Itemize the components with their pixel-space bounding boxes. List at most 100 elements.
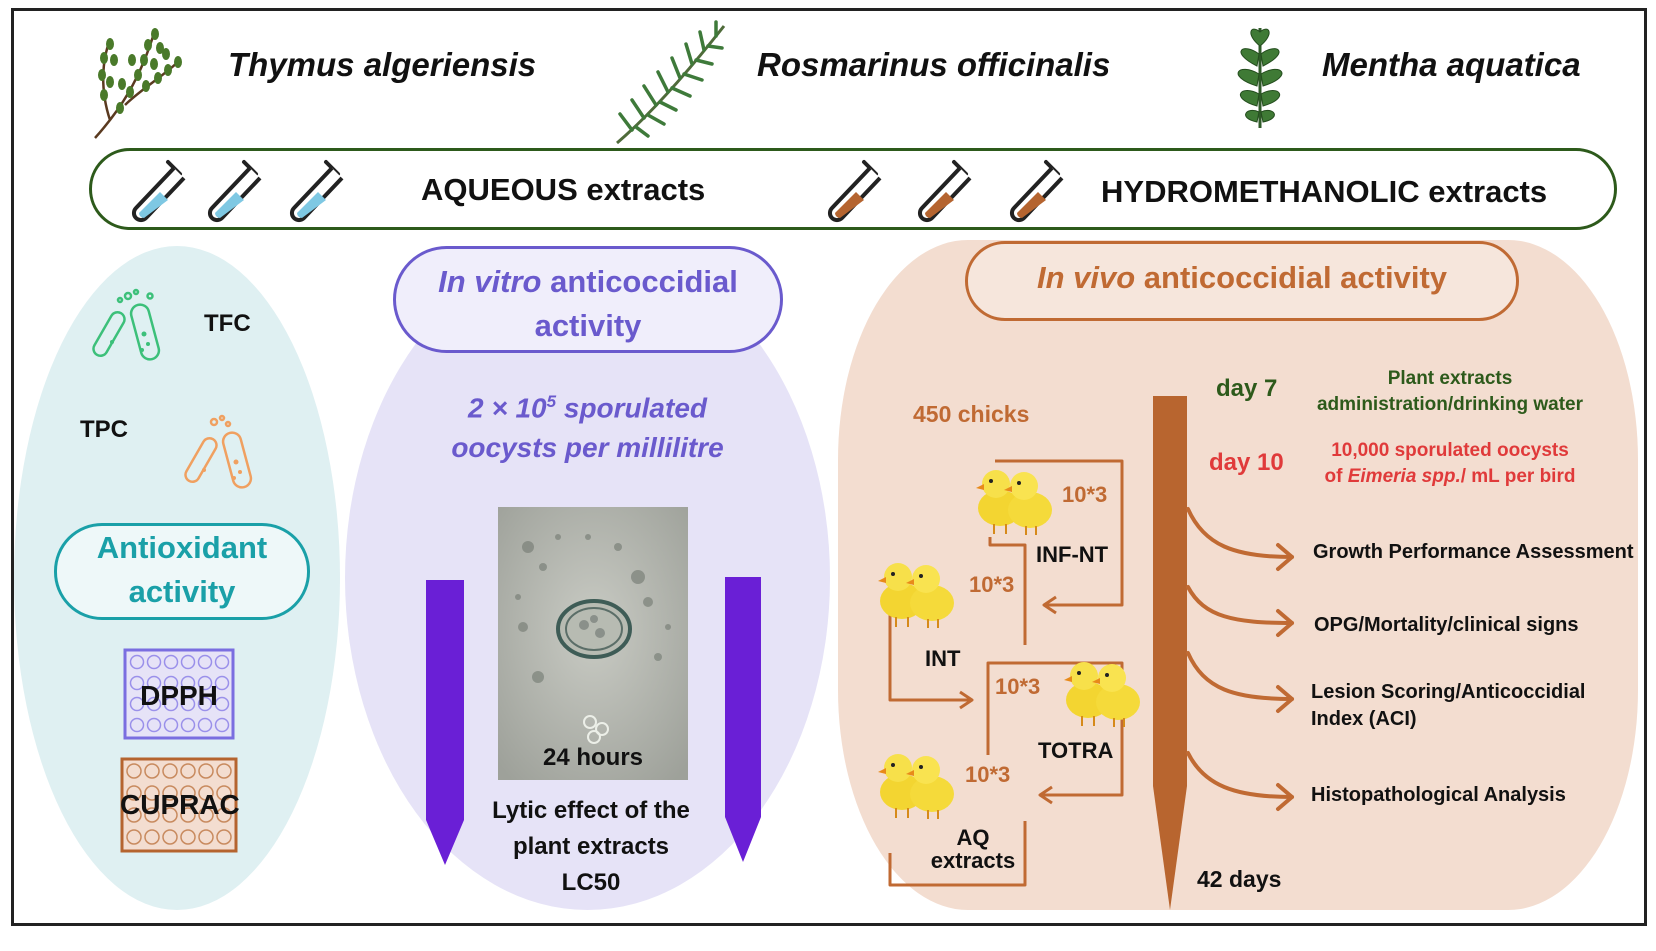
oocyst-concentration-line2: oocysts per millilitre bbox=[451, 432, 724, 463]
invitro-title-line2: activity bbox=[534, 308, 642, 343]
well-circle bbox=[180, 696, 196, 712]
cuprac-label: CUPRAC bbox=[120, 789, 240, 820]
well-plate-icon bbox=[123, 648, 235, 740]
well-circle bbox=[144, 829, 160, 845]
tfc-test-tubes-icon bbox=[92, 288, 161, 361]
group-count: 10*3 bbox=[995, 674, 1041, 699]
species-name: Rosmarinus officinalis bbox=[757, 46, 1111, 83]
well-circle bbox=[197, 696, 213, 712]
test-tube-icon bbox=[827, 160, 882, 223]
timeline-bar bbox=[1153, 396, 1187, 910]
well-circle bbox=[180, 675, 196, 691]
invivo-title-pill bbox=[965, 241, 1519, 321]
well-circle bbox=[198, 807, 214, 823]
well-circle bbox=[198, 785, 214, 801]
hydromethanolic-extracts-label: HYDROMETHANOLIC extracts bbox=[1101, 174, 1548, 209]
tfc-label: TFC bbox=[204, 310, 251, 337]
well-circle bbox=[214, 696, 230, 712]
curved-arrow-icon bbox=[1186, 585, 1294, 625]
well-circle bbox=[163, 675, 179, 691]
aqueous-tubes bbox=[131, 160, 344, 223]
well-circle bbox=[126, 785, 142, 801]
outcome-lesion-scoring-line1: Lesion Scoring/Anticoccidial bbox=[1311, 681, 1586, 703]
lytic-effect-line1: Lytic effect of the bbox=[492, 797, 690, 824]
day10-description-line2: of Eimeria spp./ mL per bird bbox=[1324, 466, 1576, 487]
well-circle bbox=[144, 763, 160, 779]
group-label-int: INT bbox=[925, 646, 961, 671]
well-circle bbox=[198, 763, 214, 779]
well-circle bbox=[144, 807, 160, 823]
antioxidant-title-line2: activity bbox=[128, 574, 236, 609]
group-label-totra: TOTRA bbox=[1038, 738, 1114, 763]
species-name: Mentha aquatica bbox=[1322, 46, 1581, 83]
outcome-opg-mortality: OPG/Mortality/clinical signs bbox=[1314, 614, 1579, 636]
well-circle bbox=[180, 829, 196, 845]
marker-arrow-right bbox=[725, 577, 761, 862]
curved-arrow-icon bbox=[1186, 751, 1294, 799]
curved-arrow-icon bbox=[1186, 507, 1294, 559]
well-circle bbox=[180, 807, 196, 823]
marker-arrow-left bbox=[426, 580, 464, 865]
chick-icon bbox=[1063, 661, 1141, 728]
well-circle bbox=[129, 696, 145, 712]
well-circle bbox=[144, 785, 160, 801]
well-circle bbox=[126, 763, 142, 779]
invivo-title: In vivo anticoccidial activity bbox=[1036, 260, 1448, 295]
tpc-test-tubes-icon bbox=[184, 414, 253, 489]
well-circle bbox=[180, 717, 196, 733]
well-circle bbox=[214, 717, 230, 733]
well-circle bbox=[129, 675, 145, 691]
group-count: 10*3 bbox=[1062, 482, 1108, 507]
well-plate-icon bbox=[120, 757, 238, 853]
well-circle bbox=[146, 675, 162, 691]
tpc-label: TPC bbox=[80, 416, 128, 443]
well-circle bbox=[163, 654, 179, 670]
thyme-sprig-icon bbox=[94, 28, 182, 139]
invivo-panel bbox=[838, 240, 1638, 910]
incubation-duration: 24 hours bbox=[542, 744, 644, 771]
chick-icon bbox=[877, 753, 955, 820]
group-label-inf-nt: INF-NT bbox=[1036, 542, 1109, 567]
hydromethanolic-tubes bbox=[827, 160, 1064, 223]
chick-icon bbox=[976, 470, 1052, 535]
well-circle bbox=[197, 654, 213, 670]
chicks-count: 450 chicks bbox=[913, 401, 1030, 427]
well-circle bbox=[129, 717, 145, 733]
well-circle bbox=[126, 807, 142, 823]
invitro-title-line1: In vitro anticoccidial bbox=[438, 264, 738, 299]
well-circle bbox=[162, 763, 178, 779]
aqueous-extracts-label: AQUEOUS extracts bbox=[421, 172, 706, 207]
well-circle bbox=[162, 785, 178, 801]
well-circle bbox=[216, 785, 232, 801]
group-label-aq-line1: AQ bbox=[956, 825, 990, 850]
test-tube-icon bbox=[131, 160, 186, 223]
species-name: Thymus algeriensis bbox=[228, 46, 537, 83]
rosemary-sprig-icon bbox=[616, 20, 726, 145]
day7-description-line1: Plant extracts bbox=[1387, 368, 1513, 389]
well-circle bbox=[197, 717, 213, 733]
well-circle bbox=[216, 807, 232, 823]
test-tube-icon bbox=[289, 160, 344, 223]
well-circle bbox=[214, 675, 230, 691]
microscope-oocyst-image bbox=[498, 507, 688, 780]
lytic-effect-line2: plant extracts bbox=[512, 833, 670, 860]
well-circle bbox=[214, 654, 230, 670]
well-circle bbox=[163, 696, 179, 712]
group-count: 10*3 bbox=[965, 762, 1011, 787]
group-count: 10*3 bbox=[969, 572, 1015, 597]
curved-arrow-icon bbox=[1186, 651, 1294, 701]
well-circle bbox=[216, 829, 232, 845]
day7-label: day 7 bbox=[1216, 375, 1278, 402]
well-circle bbox=[162, 829, 178, 845]
lytic-effect-line3: LC50 bbox=[561, 869, 621, 896]
well-circle bbox=[146, 654, 162, 670]
test-tube-icon bbox=[1009, 160, 1064, 223]
well-circle bbox=[129, 654, 145, 670]
well-circle bbox=[126, 829, 142, 845]
invitro-title-pill bbox=[393, 246, 783, 353]
day10-label: day 10 bbox=[1209, 449, 1284, 476]
well-circle bbox=[197, 675, 213, 691]
outcome-arrows bbox=[1186, 507, 1294, 811]
well-circle bbox=[162, 807, 178, 823]
